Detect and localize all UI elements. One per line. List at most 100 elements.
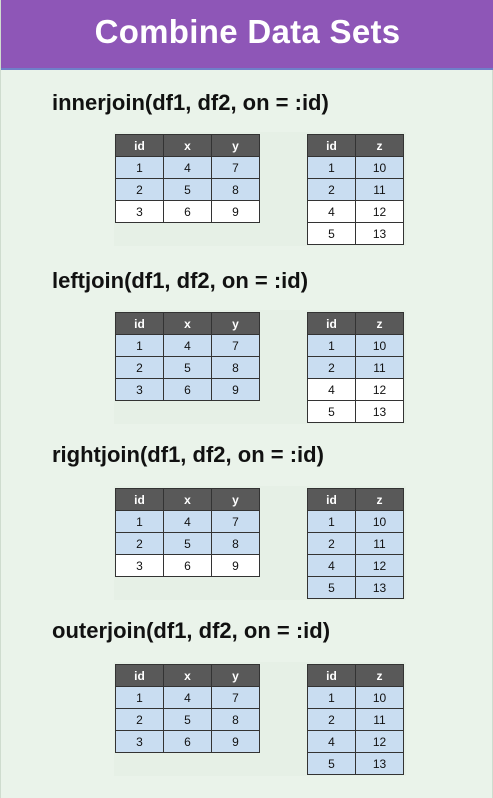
- table-cell: 1: [115, 686, 164, 709]
- table-cell: 2: [115, 178, 164, 201]
- column-header: z: [355, 488, 404, 511]
- table-cell: 2: [115, 708, 164, 731]
- table-cell: 9: [211, 730, 260, 753]
- table-cell: 5: [307, 400, 356, 423]
- table-cell: 5: [163, 356, 212, 379]
- table-cell: 5: [307, 752, 356, 775]
- table-cell: 4: [307, 730, 356, 753]
- table-cell: 13: [355, 400, 404, 423]
- table-cell: 3: [115, 554, 164, 577]
- table-cell: 1: [115, 334, 164, 357]
- table-cell: 9: [211, 554, 260, 577]
- table-cell: 4: [307, 200, 356, 223]
- section-title-leftjoin: leftjoin(df1, df2, on = :id): [52, 268, 309, 293]
- column-header: id: [307, 312, 356, 335]
- table-cell: 7: [211, 686, 260, 709]
- table-cell: 10: [355, 156, 404, 179]
- table-cell: 4: [163, 334, 212, 357]
- column-header: id: [115, 312, 164, 335]
- table-cell: 3: [115, 378, 164, 401]
- table-cell: 4: [307, 554, 356, 577]
- table-cell: 1: [307, 156, 356, 179]
- table-cell: 12: [355, 554, 404, 577]
- table-cell: 13: [355, 222, 404, 245]
- column-header: id: [307, 488, 356, 511]
- table-cell: 6: [163, 730, 212, 753]
- table-cell: 1: [115, 510, 164, 533]
- table-cell: 7: [211, 510, 260, 533]
- table-cell: 12: [355, 200, 404, 223]
- table-cell: 5: [307, 222, 356, 245]
- table-cell: 2: [115, 356, 164, 379]
- table-cell: 10: [355, 334, 404, 357]
- title-banner: Combine Data Sets: [1, 0, 493, 70]
- table-cell: 1: [307, 334, 356, 357]
- table-cell: 9: [211, 378, 260, 401]
- table-cell: 10: [355, 686, 404, 709]
- table-cell: 2: [307, 178, 356, 201]
- table-cell: 11: [355, 708, 404, 731]
- section-title-rightjoin: rightjoin(df1, df2, on = :id): [52, 442, 324, 467]
- table-cell: 11: [355, 532, 404, 555]
- table-cell: 8: [211, 532, 260, 555]
- column-header: id: [115, 664, 164, 687]
- table-cell: 9: [211, 200, 260, 223]
- table-cell: 4: [307, 378, 356, 401]
- column-header: y: [211, 134, 260, 157]
- table-cell: 2: [307, 532, 356, 555]
- table-cell: 8: [211, 356, 260, 379]
- table-cell: 6: [163, 554, 212, 577]
- table-cell: 7: [211, 156, 260, 179]
- table-cell: 6: [163, 378, 212, 401]
- table-cell: 5: [163, 532, 212, 555]
- table-cell: 4: [163, 156, 212, 179]
- table-cell: 3: [115, 730, 164, 753]
- section-title-outerjoin: outerjoin(df1, df2, on = :id): [52, 618, 331, 643]
- column-header: id: [115, 488, 164, 511]
- table-cell: 11: [355, 356, 404, 379]
- table-cell: 2: [307, 708, 356, 731]
- column-header: x: [163, 312, 212, 335]
- table-cell: 5: [307, 576, 356, 599]
- table-cell: 4: [163, 510, 212, 533]
- table-cell: 5: [163, 178, 212, 201]
- table-cell: 13: [355, 576, 404, 599]
- table-cell: 12: [355, 378, 404, 401]
- table-cell: 6: [163, 200, 212, 223]
- column-header: id: [307, 664, 356, 687]
- column-header: y: [211, 488, 260, 511]
